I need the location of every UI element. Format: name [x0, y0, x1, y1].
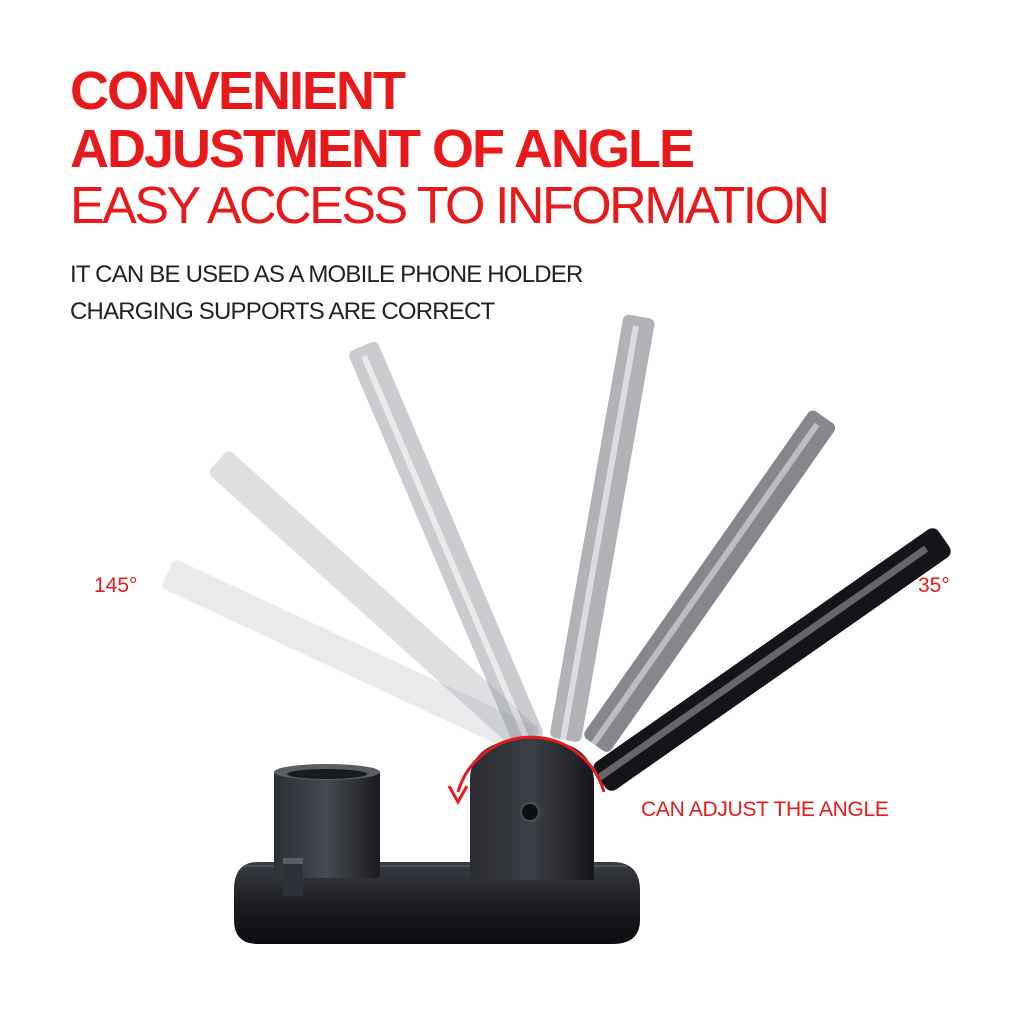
headline-line-1: CONVENIENT [70, 61, 406, 121]
panel-position-55 [584, 410, 836, 752]
subheadline: EASY ACCESS TO INFORMATION [70, 177, 830, 235]
adjust-angle-label: CAN ADJUST THE ANGLE [641, 798, 889, 821]
headline-line-2: ADJUSTMENT OF ANGLE [70, 119, 695, 179]
angle-label-35: 35° [918, 574, 950, 597]
hinge-block [470, 738, 594, 880]
description-line-1: IT CAN BE USED AS A MOBILE PHONE HOLDER [70, 261, 583, 288]
curved-arrow-icon [447, 735, 606, 806]
description: IT CAN BE USED AS A MOBILE PHONE HOLDER … [70, 256, 583, 330]
headline: CONVENIENT ADJUSTMENT OF ANGLE [70, 61, 695, 179]
panel-position-125 [209, 451, 539, 752]
connector-pin [283, 858, 303, 896]
panel-position-145 [162, 560, 535, 755]
panel-position-105 [349, 341, 543, 747]
panel-position-80 [550, 314, 655, 742]
description-line-2: CHARGING SUPPORTS ARE CORRECT [70, 298, 495, 325]
angle-label-145: 145° [94, 574, 138, 597]
panel-position-35 [593, 528, 951, 791]
earbud-cup [274, 764, 380, 878]
